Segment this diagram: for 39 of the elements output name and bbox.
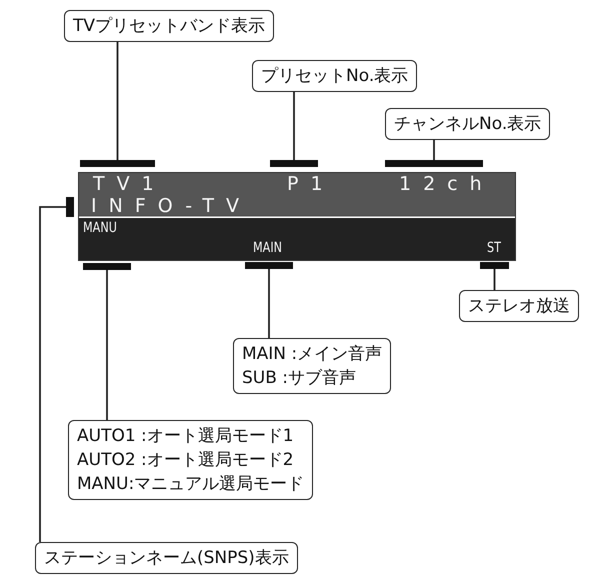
display-text: INFO-TV: [91, 197, 251, 216]
display-indicator: MAIN: [253, 241, 282, 255]
marker-bar: [385, 160, 483, 167]
leader-line: [494, 269, 496, 290]
marker-bar: [66, 197, 74, 217]
display-text: 12ch: [399, 175, 494, 194]
display-text: TV1: [93, 175, 166, 194]
display-indicator: MANU: [83, 221, 117, 235]
callout-text: SUB :サブ音声: [242, 367, 358, 390]
callout-text: チャンネルNo.表示: [394, 113, 542, 136]
leader-line: [39, 206, 66, 542]
marker-bar: [83, 263, 131, 270]
marker-bar: [480, 262, 509, 269]
callout-text: ステレオ放送: [468, 295, 570, 318]
callout-box: [233, 338, 392, 394]
display-text: P1: [287, 175, 335, 194]
leader-line: [293, 92, 295, 160]
callout-box: [459, 290, 579, 322]
marker-bar: [270, 160, 318, 167]
callout-text: プリセットNo.表示: [261, 65, 408, 88]
callout-box: [385, 108, 550, 140]
callout-text: TVプリセットバンド表示: [73, 15, 266, 38]
callout-text: AUTO1 :オート選局モード1: [77, 425, 295, 448]
display-indicator: ST: [487, 241, 501, 255]
leader-line: [106, 270, 108, 420]
callout-text: MAIN :メイン音声: [242, 343, 382, 366]
lcd-display: [78, 172, 516, 261]
callout-box: [252, 60, 418, 92]
callout-box: [64, 10, 274, 42]
leader-line: [268, 269, 270, 338]
callout-box: [35, 542, 298, 574]
callout-text: MANU:マニュアル選局モード: [77, 473, 304, 496]
marker-bar: [80, 160, 155, 167]
leader-line: [116, 42, 118, 160]
callout-text: ステーションネーム(SNPS)表示: [44, 547, 289, 570]
leader-line: [433, 140, 435, 160]
marker-bar: [245, 262, 293, 269]
callout-text: AUTO2 :オート選局モード2: [77, 449, 295, 472]
callout-box: [68, 420, 314, 500]
